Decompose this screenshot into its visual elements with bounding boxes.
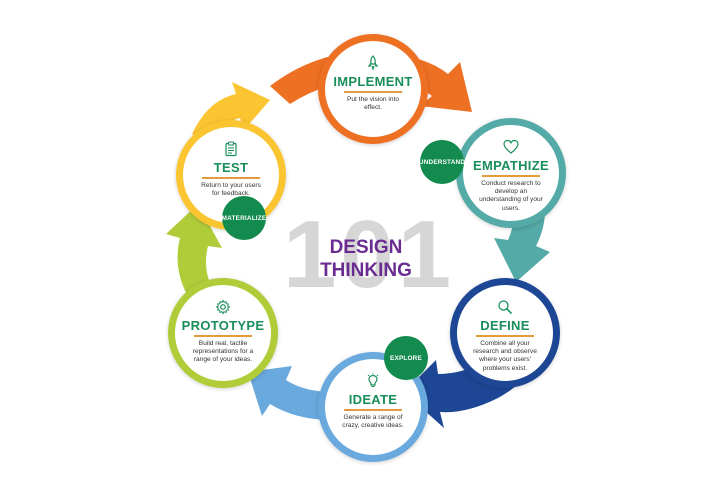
center-number: 101 <box>283 201 456 308</box>
stage-define-desc: Combine all your research and observe wh… <box>473 340 537 372</box>
stage-prototype-title: PROTOTYPE <box>181 318 265 333</box>
badge-understand: UNDERSTAND <box>419 140 465 184</box>
stage-implement-desc: Put the vision into effect. <box>346 96 400 112</box>
arrow-prototype <box>166 204 222 300</box>
stage-define-title: DEFINE <box>480 318 530 333</box>
stage-empathize-title: EMPATHIZE <box>473 158 549 173</box>
center-title-line2: THINKING <box>320 260 412 281</box>
stage-implement-title: IMPLEMENT <box>333 74 413 89</box>
lightbulb-icon <box>367 373 379 388</box>
badge-explore: EXPLORE <box>384 336 428 380</box>
stage-implement-rule <box>344 91 402 93</box>
rocket-icon <box>367 55 379 71</box>
stage-ideate-rule <box>344 409 402 411</box>
stage-empathize-desc: Conduct research to develop an understan… <box>479 180 543 212</box>
stage-define-rule <box>476 335 534 337</box>
stage-empathize: EMPATHIZE Conduct research to develop an… <box>456 118 566 228</box>
magnifier-icon <box>498 300 513 315</box>
stage-implement: IMPLEMENT Put the vision into effect. <box>318 34 428 144</box>
gear-icon <box>215 299 231 315</box>
stage-empathize-rule <box>482 175 540 177</box>
heart-icon <box>503 139 519 154</box>
stage-prototype-rule <box>194 335 252 337</box>
stage-define: DEFINE Combine all your research and obs… <box>450 278 560 388</box>
badge-materialize: MATERIALIZE <box>222 196 266 240</box>
stage-ideate: IDEATE Generate a range of crazy, creati… <box>318 352 428 462</box>
stage-prototype-desc: Build real, tactile representations for … <box>192 340 254 364</box>
stage-test-title: TEST <box>213 160 249 175</box>
stage-prototype: PROTOTYPE Build real, tactile representa… <box>168 278 278 388</box>
stage-test-desc: Return to your users for feedback. <box>201 182 261 198</box>
center-title: DESIGN THINKING <box>306 236 426 282</box>
stage-test-rule <box>202 177 260 179</box>
stage-ideate-desc: Generate a range of crazy, creative idea… <box>342 414 404 430</box>
arrow-ideate <box>248 366 334 420</box>
center-title-line1: DESIGN <box>329 237 403 258</box>
clipboard-icon <box>225 141 237 157</box>
stage-ideate-title: IDEATE <box>348 392 398 407</box>
